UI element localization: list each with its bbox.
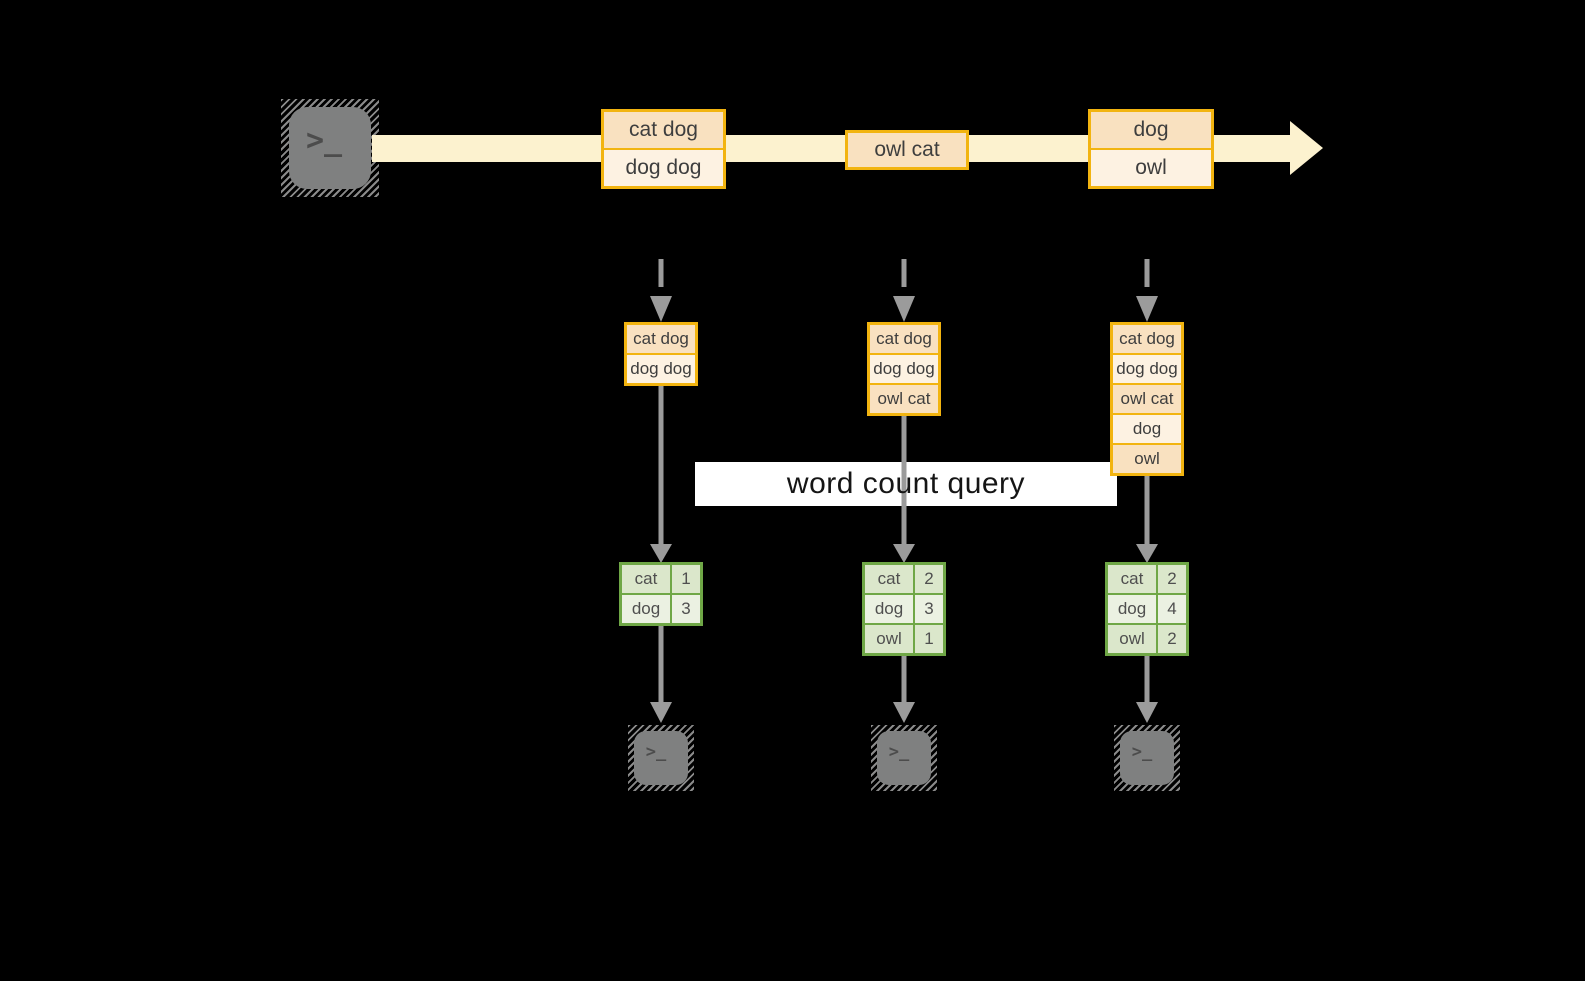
stream-event: dog dog (604, 150, 723, 186)
prompt-glyph: >_ (305, 122, 343, 158)
terminal-screen: >_ (877, 731, 931, 785)
count-cell: 1 (915, 625, 943, 653)
event-stack-1: cat dog dog dog (624, 322, 698, 386)
terminal-screen: >_ (289, 107, 371, 189)
count-table-2: cat 2 dog 3 owl 1 (862, 562, 946, 656)
terminal-sink-icon: >_ (628, 725, 694, 791)
word-cell: dog (865, 595, 913, 623)
result-arrow-1 (650, 626, 672, 723)
word-cell: cat (622, 565, 670, 593)
event-row: owl cat (870, 385, 938, 413)
count-cell: 1 (672, 565, 700, 593)
terminal-sink-icon: >_ (1114, 725, 1180, 791)
stream-arrowhead-icon (1290, 121, 1323, 175)
event-row: cat dog (627, 325, 695, 353)
word-cell: dog (622, 595, 670, 623)
event-row: cat dog (870, 325, 938, 353)
query-arrow-2 (893, 416, 915, 563)
event-row: dog dog (627, 355, 695, 383)
terminal-screen: >_ (634, 731, 688, 785)
count-cell: 3 (672, 595, 700, 623)
result-arrow-2 (893, 656, 915, 723)
event-row: owl cat (1113, 385, 1181, 413)
prompt-glyph: >_ (888, 742, 910, 762)
word-cell: cat (865, 565, 913, 593)
stream-batch-2: owl cat (845, 130, 969, 170)
count-cell: 2 (1158, 625, 1186, 653)
query-label: word count query (786, 467, 1026, 500)
terminal-source-icon: >_ (281, 99, 379, 197)
word-cell: cat (1108, 565, 1156, 593)
count-cell: 2 (915, 565, 943, 593)
word-cell: owl (865, 625, 913, 653)
prompt-glyph: >_ (645, 742, 667, 762)
event-stack-2: cat dog dog dog owl cat (867, 322, 941, 416)
query-arrow-3 (1136, 476, 1158, 563)
count-cell: 2 (1158, 565, 1186, 593)
event-row: owl (1113, 445, 1181, 473)
terminal-screen: >_ (1120, 731, 1174, 785)
event-row: dog dog (870, 355, 938, 383)
count-cell: 4 (1158, 595, 1186, 623)
stream-event: cat dog (604, 112, 723, 148)
count-table-1: cat 1 dog 3 (619, 562, 703, 626)
stream-event: dog (1091, 112, 1211, 148)
event-row: cat dog (1113, 325, 1181, 353)
result-arrow-3 (1136, 656, 1158, 723)
count-table-3: cat 2 dog 4 owl 2 (1105, 562, 1189, 656)
word-cell: owl (1108, 625, 1156, 653)
count-cell: 3 (915, 595, 943, 623)
stream-batch-3: dog owl (1088, 109, 1214, 189)
dashed-arrow-1 (650, 259, 672, 322)
terminal-sink-icon: >_ (871, 725, 937, 791)
stream-event: owl cat (848, 133, 966, 167)
dashed-arrow-2 (893, 259, 915, 322)
query-arrow-1 (650, 386, 672, 563)
event-row: dog (1113, 415, 1181, 443)
prompt-glyph: >_ (1131, 742, 1153, 762)
stream-event: owl (1091, 150, 1211, 186)
dashed-arrow-3 (1136, 259, 1158, 322)
event-stack-3: cat dog dog dog owl cat dog owl (1110, 322, 1184, 476)
word-cell: dog (1108, 595, 1156, 623)
stream-batch-1: cat dog dog dog (601, 109, 726, 189)
event-row: dog dog (1113, 355, 1181, 383)
